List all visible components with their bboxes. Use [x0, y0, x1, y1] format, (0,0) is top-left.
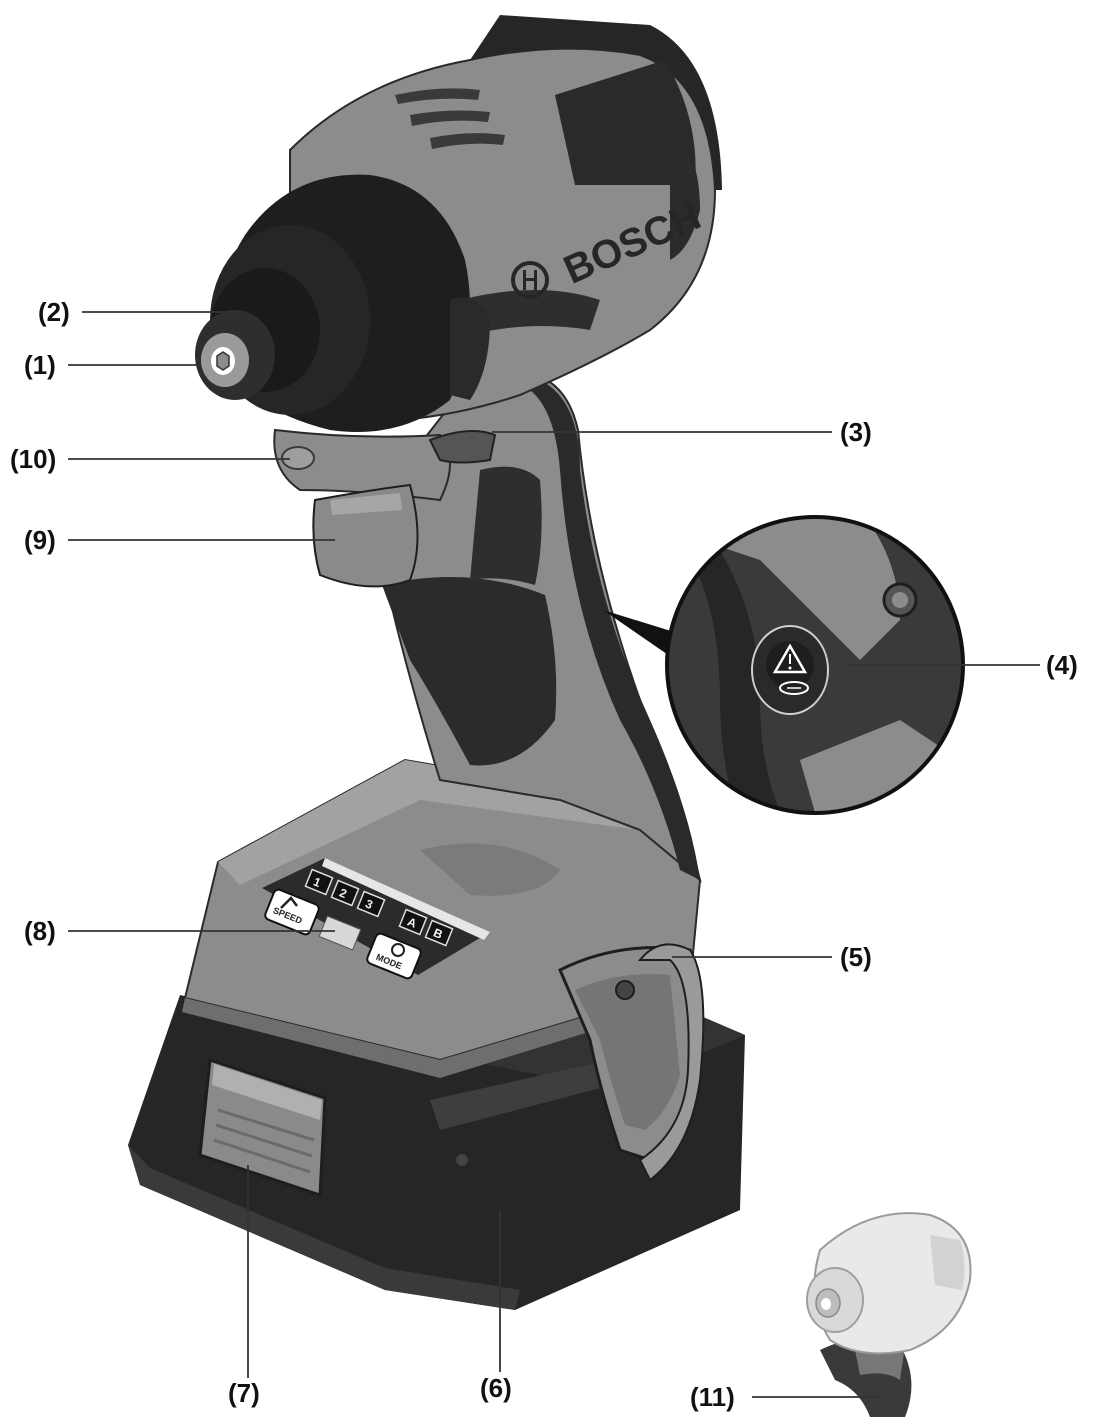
- warning-triangle-icon: [772, 643, 808, 674]
- handle: [382, 370, 702, 883]
- callout-8: (8): [24, 916, 56, 946]
- mode-button: [366, 932, 422, 980]
- callout-11: (11): [690, 1382, 735, 1412]
- callout-2: (2): [38, 297, 70, 327]
- indicator-window: [318, 915, 362, 951]
- callout-7: (7): [228, 1378, 260, 1408]
- callout-4: (4): [1046, 650, 1078, 680]
- coin-cell-icon: [779, 681, 809, 695]
- speed-led-3: [356, 890, 386, 918]
- work-light: [281, 446, 315, 470]
- callout-10: (10): [10, 444, 57, 474]
- speed-led-1: [304, 868, 334, 896]
- speed-level-1-label: 1: [311, 875, 323, 891]
- mode-led-a: [398, 908, 428, 936]
- speed-level-2-label: 2: [337, 886, 349, 902]
- control-panel: 1 2 3 A B SPEED MODE: [262, 858, 490, 980]
- rotation-selector: [428, 430, 497, 464]
- battery-release-button: [198, 1057, 327, 1198]
- belt-clip: [558, 943, 705, 1182]
- speed-level-3-label: 3: [363, 897, 375, 913]
- front-lower: [273, 428, 497, 588]
- variant-illustration: [806, 1212, 972, 1417]
- clip-screw-icon: [615, 980, 635, 1000]
- mode-gear-icon: [391, 943, 405, 957]
- detail-inset: [667, 517, 963, 813]
- callout-9: (9): [24, 525, 56, 555]
- speed-button: [264, 888, 320, 936]
- callout-3: (3): [840, 417, 872, 447]
- speedometer-icon: [280, 896, 298, 909]
- leader-lines: [68, 311, 1040, 1398]
- callout-1: (1): [24, 350, 56, 380]
- callout-5: (5): [840, 942, 872, 972]
- tool-holder: [195, 310, 275, 400]
- speed-led-2: [330, 879, 360, 907]
- callout-6: (6): [480, 1373, 512, 1403]
- mode-led-b: [424, 919, 454, 947]
- bosch-logo: [511, 261, 549, 299]
- hex-socket-icon: [216, 351, 230, 371]
